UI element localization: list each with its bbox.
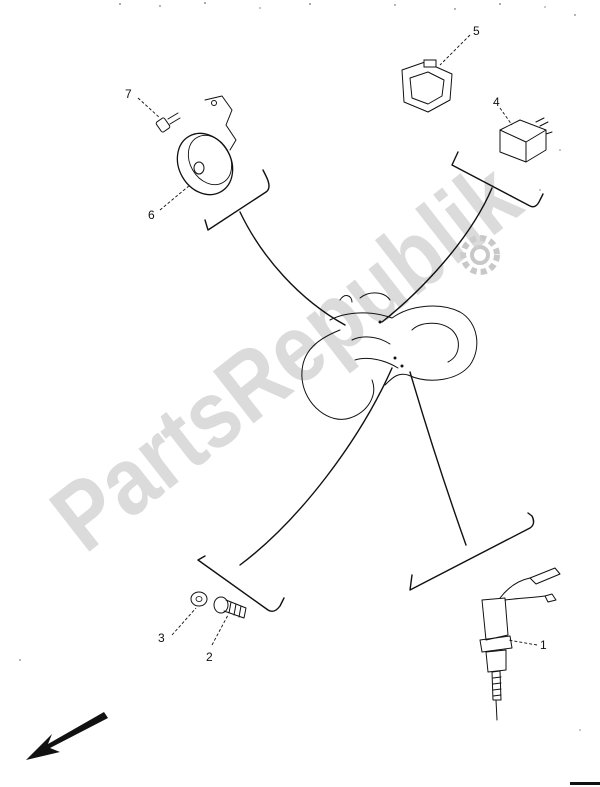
neutral-switch-part-1 — [479, 567, 561, 721]
washer-part-3 — [190, 591, 208, 607]
relay-part-4 — [499, 117, 553, 163]
callout-number: 6 — [148, 208, 155, 222]
front-direction-arrow-icon — [26, 712, 108, 760]
page-corner-mark — [570, 782, 600, 785]
callout-number: 7 — [125, 87, 132, 101]
callout-number: 2 — [206, 650, 213, 664]
bracket-bottom-right — [409, 512, 535, 591]
callout-number: 3 — [158, 631, 165, 645]
screw-part-2 — [213, 596, 247, 619]
watermark-gear-icon — [460, 235, 500, 275]
callout-number: 4 — [493, 95, 500, 109]
bracket-top-left — [204, 169, 270, 231]
callout-leaders — [137, 34, 538, 646]
watermark-text: PartsRepublik — [32, 142, 540, 571]
bracket-bottom-left — [197, 555, 285, 613]
scan-speckles — [19, 2, 581, 731]
relay-socket-part-5 — [401, 59, 453, 113]
motorcycle-frame — [301, 292, 478, 420]
bracket-top-right — [451, 151, 544, 208]
connection-lines — [239, 187, 493, 566]
horn-part — [176, 95, 237, 196]
callout-number: 5 — [473, 24, 480, 38]
bolt-part-7 — [155, 112, 181, 133]
callout-number: 1 — [540, 638, 547, 652]
